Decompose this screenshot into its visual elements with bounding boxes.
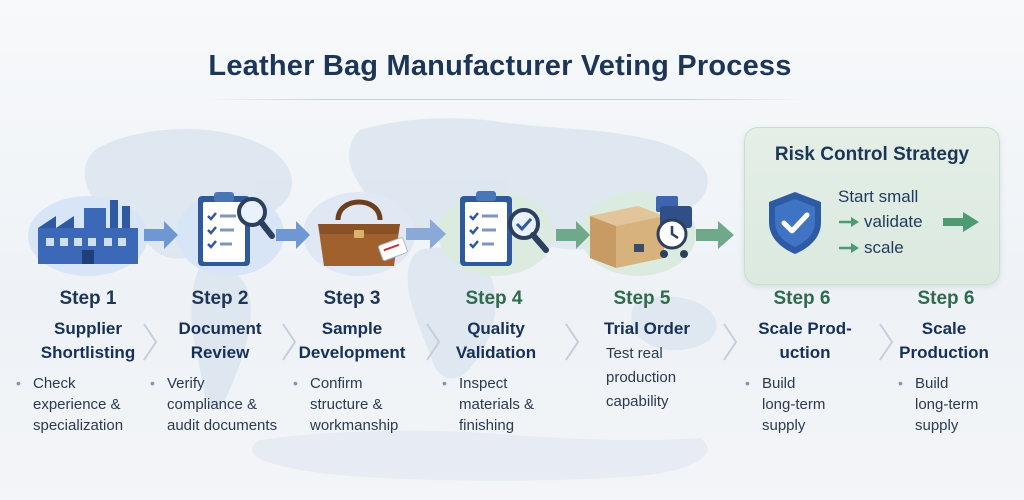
step-5-description: Test real production capability (606, 345, 677, 410)
chevron-right-icon (723, 323, 738, 361)
step-6-name: Scale Prod- uction (758, 319, 852, 362)
step-4-name: Quality Validation (455, 319, 537, 362)
page-title: Leather Bag Manufacturer Veting Process (208, 50, 792, 82)
chevron-right-icon (879, 323, 894, 361)
chevron-right-icon (143, 323, 158, 361)
step-2-name: Document Review (178, 319, 262, 362)
risk-line-scale: scale (864, 238, 904, 257)
risk-line-start-small: Start small (838, 187, 919, 206)
arrow-right-icon (839, 217, 859, 227)
quality-checklist-icon (438, 191, 554, 276)
clipboard-magnifier-icon (176, 192, 284, 276)
risk-line-validate: validate (864, 212, 923, 231)
step-4-label: Step 4 (465, 288, 523, 309)
leather-bag-icon (303, 192, 415, 276)
step-6-label: Step 6 (773, 288, 831, 309)
step-2-label: Step 2 (191, 288, 249, 309)
step-6b-name: Scale Production (899, 319, 989, 362)
chevron-right-icon (426, 323, 441, 361)
title-divider (205, 99, 805, 100)
step-3-label: Step 3 (323, 288, 381, 309)
step-3-name: Sample Development (298, 319, 406, 362)
step-1-label: Step 1 (59, 288, 117, 309)
bullet-dot: • (293, 375, 298, 391)
factory-icon (28, 196, 148, 276)
bullet-dot: • (150, 375, 155, 391)
step-6b-label: Step 6 (917, 288, 975, 309)
arrow-right-icon (839, 243, 859, 253)
bullet-dot: • (745, 375, 750, 391)
shield-check-icon (769, 192, 821, 254)
step-5-name: Trial Order (604, 319, 690, 338)
chevron-right-icon (565, 323, 580, 361)
bullet-dot: • (442, 375, 447, 391)
flow-arrow-1 (144, 221, 178, 249)
step-5-label: Step 5 (613, 288, 671, 309)
bullet-dot: • (898, 375, 903, 391)
arrow-right-large-icon (943, 212, 979, 232)
flow-arrow-5 (696, 221, 734, 249)
flow-arrow-3 (406, 219, 446, 249)
flow-arrow-2 (276, 221, 310, 249)
bullet-dot: • (16, 375, 21, 391)
risk-control-panel: Risk Control Strategy Start small valida… (744, 127, 1000, 285)
chevron-right-icon (282, 323, 297, 361)
flow-arrow-4 (556, 221, 590, 249)
shipping-box-clock-icon (580, 192, 696, 276)
risk-control-title: Risk Control Strategy (774, 144, 970, 165)
step-1-name: Supplier Shortlisting (40, 319, 136, 362)
